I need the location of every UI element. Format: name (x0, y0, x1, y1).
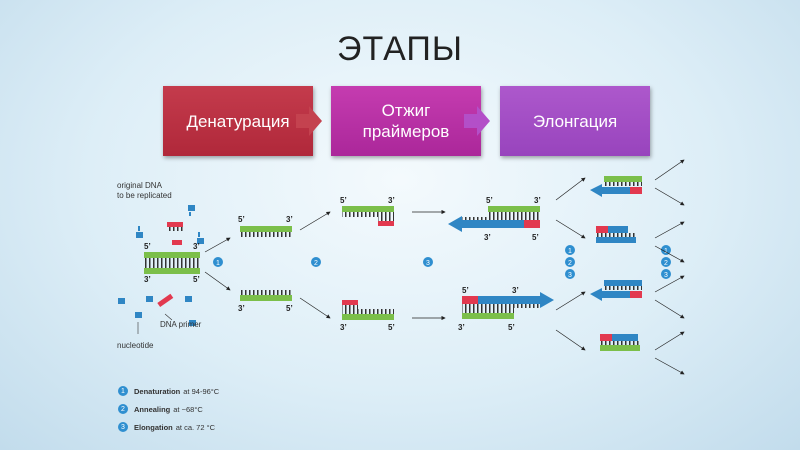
prime-label: 3’ (458, 323, 465, 332)
legend-item-elongation: 3 Elongation at ca. 72 °C (118, 422, 215, 432)
cycle2-product-2 (596, 226, 636, 243)
stage-elongation-box: Элонгация (500, 86, 650, 156)
prime-label: 3’ (340, 323, 347, 332)
svg-text:1: 1 (568, 248, 572, 255)
prime-label: 5’ (238, 215, 245, 224)
step-badge-1: 1 (213, 257, 223, 267)
cycle-badges-left: 1 2 3 (565, 245, 575, 279)
cycle2-product-1 (590, 176, 642, 197)
stage-annealing-box: Отжиг праймеров (331, 86, 481, 156)
original-dna-label-2: to be replicated (117, 191, 172, 200)
legend-item-annealing: 2 Annealing at ~68°C (118, 404, 203, 414)
legend-item-denaturation: 1 Denaturation at 94-96°C (118, 386, 219, 396)
right-arrow-icon (464, 106, 490, 136)
svg-text:2: 2 (664, 260, 668, 267)
nucleotide-icon (118, 205, 204, 326)
elongating-strand-bottom (462, 292, 554, 319)
prime-label: 5’ (532, 233, 539, 242)
prime-label: 5’ (508, 323, 515, 332)
svg-text:2: 2 (314, 260, 318, 267)
primer-fragment (157, 222, 183, 308)
cycle2-product-3 (590, 280, 642, 301)
prime-label: 3’ (534, 196, 541, 205)
cycle-badges-right: 1 2 3 (661, 245, 671, 279)
prime-label: 3’ (512, 286, 519, 295)
prime-label: 5’ (286, 304, 293, 313)
stage-denaturation-box: Денатурация (163, 86, 313, 156)
prime-label: 5’ (340, 196, 347, 205)
prime-label: 5’ (144, 242, 151, 251)
original-dna-label: original DNA (117, 181, 163, 190)
annealed-strand-bottom (342, 300, 394, 320)
single-strand-top (240, 226, 292, 237)
step-badge-3: 3 (423, 257, 433, 267)
prime-label: 3’ (484, 233, 491, 242)
elongating-strand-top (448, 206, 540, 232)
prime-label: 3’ (144, 275, 151, 284)
nucleotide-label: nucleotide (117, 341, 154, 350)
annealed-strand-top (342, 206, 394, 226)
svg-text:3: 3 (426, 260, 430, 267)
prime-label: 3’ (286, 215, 293, 224)
prime-label: 3’ (388, 196, 395, 205)
step-badge-2: 2 (311, 257, 321, 267)
original-dna-double-strand (144, 252, 200, 274)
dna-primer-label: DNA primer (160, 320, 202, 329)
prime-label: 3’ (193, 242, 200, 251)
prime-label: 3’ (238, 304, 245, 313)
svg-text:1: 1 (664, 248, 668, 255)
page-title: ЭТАПЫ (337, 30, 463, 68)
svg-text:2: 2 (568, 260, 572, 267)
prime-label: 5’ (486, 196, 493, 205)
right-arrow-icon (296, 106, 322, 136)
prime-label: 5’ (193, 275, 200, 284)
svg-text:3: 3 (568, 272, 572, 279)
prime-label: 5’ (462, 286, 469, 295)
prime-label: 5’ (388, 323, 395, 332)
single-strand-bottom (240, 290, 292, 301)
cycle2-product-4 (600, 334, 640, 351)
svg-text:1: 1 (216, 260, 220, 267)
svg-text:3: 3 (664, 272, 668, 279)
